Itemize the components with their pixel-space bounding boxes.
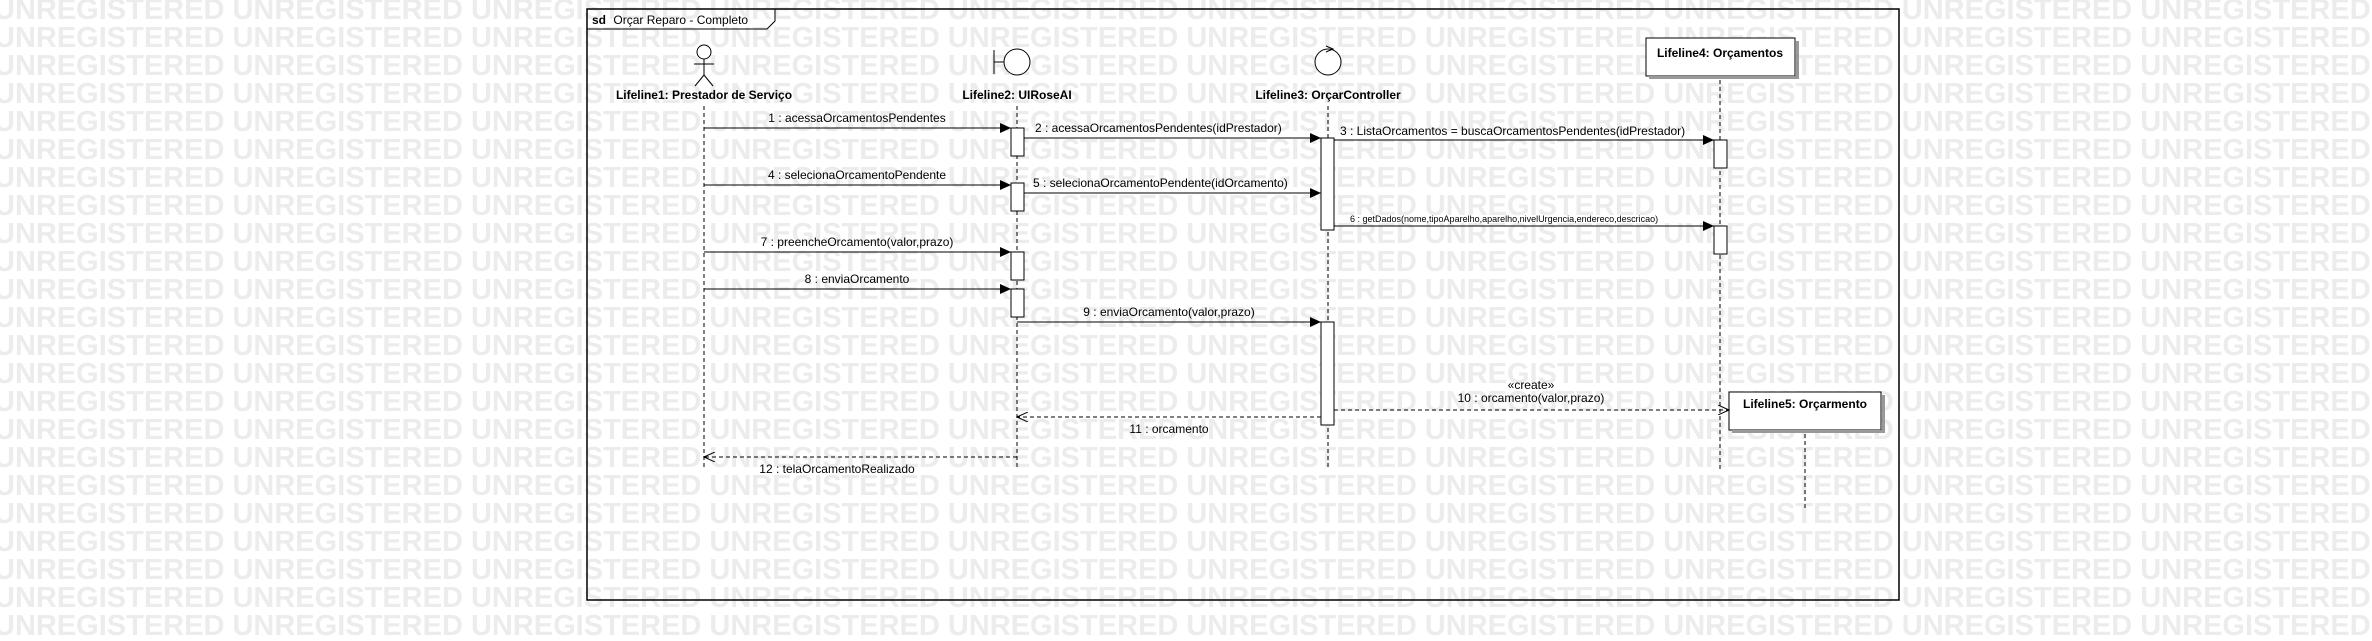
lifeline-1[interactable]: Lifeline1: Prestador de Serviço — [616, 44, 792, 470]
message-3-label: 3 : ListaOrcamentos = buscaOrcamentosPen… — [1340, 124, 1685, 138]
lifeline-2[interactable]: Lifeline2: UIRoseAI — [962, 48, 1072, 470]
activation-bars — [1010, 127, 1728, 426]
message-6-label: 6 : getDados(nome,tipoAparelho,aparelho,… — [1350, 214, 1658, 224]
frame-title: Orçar Reparo - Completo — [613, 13, 748, 27]
lifeline-3-label: Lifeline3: OrçarController — [1255, 88, 1401, 102]
actor-icon — [694, 44, 714, 87]
activation-bar — [1713, 139, 1728, 169]
boundary-icon — [993, 48, 1031, 76]
message-2[interactable]: 2 : acessaOrcamentosPendentes(idPrestado… — [1024, 121, 1321, 143]
message-9[interactable]: 9 : enviaOrcamento(valor,prazo) — [1017, 305, 1321, 327]
message-3[interactable]: 3 : ListaOrcamentos = buscaOrcamentosPen… — [1334, 124, 1714, 145]
svg-text:sd Orçar Reparo - Comple: sd Orçar Reparo - Completo — [592, 13, 748, 27]
lifeline-5[interactable]: Lifeline5: Orçarmento — [1728, 391, 1885, 510]
lifeline-2-label: Lifeline2: UIRoseAI — [962, 88, 1071, 102]
message-11-label: 11 : orcamento — [1129, 422, 1208, 436]
lifeline-5-box — [1728, 391, 1882, 431]
lifeline-4-shadow-bottom — [1649, 76, 1799, 79]
message-7-label: 7 : preencheOrcamento(valor,prazo) — [761, 235, 954, 249]
message-11[interactable]: 11 : orcamento — [1017, 417, 1321, 436]
message-4-label: 4 : selecionaOrcamentoPendente — [768, 168, 946, 182]
message-5-label: 5 : selecionaOrcamentoPendente(idOrcamen… — [1033, 176, 1288, 190]
message-10-label: 10 : orcamento(valor,prazo) — [1458, 391, 1605, 405]
message-4[interactable]: 4 : selecionaOrcamentoPendente — [704, 168, 1011, 190]
message-1-label: 1 : acessaOrcamentosPendentes — [768, 111, 945, 125]
activation-bar — [1010, 127, 1025, 157]
lifeline-5-shadow — [1882, 395, 1885, 433]
activation-bar — [1010, 288, 1025, 318]
message-1[interactable]: 1 : acessaOrcamentosPendentes — [704, 111, 1011, 133]
message-9-label: 9 : enviaOrcamento(valor,prazo) — [1083, 305, 1254, 319]
lifeline-4-label: Lifeline4: Orçamentos — [1657, 46, 1783, 60]
lifeline-4-box — [1645, 37, 1796, 77]
activation-bar — [1010, 251, 1025, 281]
message-7[interactable]: 7 : preencheOrcamento(valor,prazo) — [704, 235, 1011, 257]
message-12-label: 12 : telaOrcamentoRealizado — [759, 462, 915, 476]
message-6[interactable]: 6 : getDados(nome,tipoAparelho,aparelho,… — [1334, 214, 1714, 231]
message-2-label: 2 : acessaOrcamentosPendentes(idPrestado… — [1035, 121, 1282, 135]
message-10-stereotype: «create» — [1508, 378, 1555, 392]
lifeline-1-label: Lifeline1: Prestador de Serviço — [616, 88, 792, 102]
activation-bar — [1713, 225, 1728, 255]
message-5[interactable]: 5 : selecionaOrcamentoPendente(idOrcamen… — [1024, 176, 1321, 198]
control-icon — [1314, 45, 1342, 76]
message-8[interactable]: 8 : enviaOrcamento — [704, 272, 1011, 294]
frame-keyword: sd — [592, 13, 606, 27]
message-10[interactable]: «create» 10 : orcamento(valor,prazo) — [1334, 378, 1729, 410]
lifeline-4-shadow — [1796, 41, 1799, 79]
message-8-label: 8 : enviaOrcamento — [805, 272, 910, 286]
activation-bar — [1320, 321, 1335, 426]
message-12[interactable]: 12 : telaOrcamentoRealizado — [704, 457, 1017, 476]
lifeline-5-shadow-bottom — [1732, 430, 1885, 433]
sd-frame: sd Orçar Reparo - Completo — [586, 8, 1900, 601]
lifeline-5-label: Lifeline5: Orçarmento — [1743, 397, 1867, 411]
activation-bar — [1010, 182, 1025, 212]
activation-bar — [1320, 137, 1335, 231]
